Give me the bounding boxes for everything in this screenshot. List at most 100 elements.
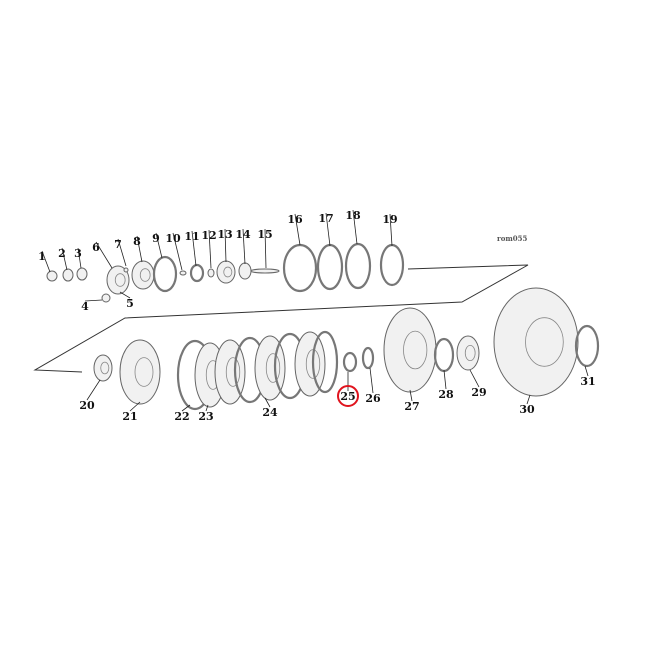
part-illustration bbox=[250, 268, 280, 274]
part-illustration bbox=[493, 287, 579, 397]
part-number-label-23: 23 bbox=[198, 410, 213, 423]
leader-line bbox=[205, 404, 209, 412]
part-number-label-17: 17 bbox=[318, 212, 333, 225]
part-illustration bbox=[93, 354, 113, 382]
part-number-label-30: 30 bbox=[519, 403, 535, 416]
part-hub bbox=[525, 317, 564, 367]
part-number-label-15: 15 bbox=[257, 228, 272, 241]
leader-line bbox=[41, 250, 51, 273]
part-illustration bbox=[76, 267, 88, 281]
part-number-label-12: 12 bbox=[201, 229, 216, 242]
leader-line bbox=[389, 213, 393, 247]
leader-line bbox=[84, 299, 103, 302]
part-number-label-21: 21 bbox=[122, 410, 137, 423]
part-number-label-29: 29 bbox=[471, 386, 486, 399]
part-illustration bbox=[383, 307, 437, 393]
leader-line bbox=[117, 238, 127, 267]
part-number-label-1: 1 bbox=[38, 250, 46, 263]
leader-line bbox=[409, 389, 413, 402]
part-hub bbox=[225, 357, 241, 387]
leader-line bbox=[264, 228, 267, 269]
leader-line bbox=[242, 228, 246, 265]
leader-line bbox=[352, 209, 358, 245]
part-illustration bbox=[342, 351, 358, 373]
leader-line bbox=[264, 397, 271, 408]
part-illustration bbox=[46, 270, 58, 282]
leader-line bbox=[325, 212, 331, 247]
leader-line bbox=[155, 232, 163, 259]
part-hub bbox=[265, 353, 281, 383]
part-hub bbox=[403, 330, 428, 370]
part-number-label-9: 9 bbox=[152, 232, 160, 245]
part-illustration bbox=[152, 255, 178, 293]
leader-line bbox=[224, 228, 227, 263]
part-number-label-27: 27 bbox=[404, 400, 419, 413]
part-number-label-11: 11 bbox=[184, 230, 199, 243]
assembly-boundary-line bbox=[33, 264, 529, 373]
part-illustration bbox=[294, 331, 326, 397]
part-illustration bbox=[131, 260, 155, 290]
leader-line bbox=[136, 235, 143, 263]
part-hub bbox=[134, 357, 154, 387]
part-illustration bbox=[123, 267, 129, 273]
part-illustration bbox=[574, 324, 600, 368]
part-number-label-26: 26 bbox=[365, 392, 381, 405]
part-number-label-14: 14 bbox=[235, 228, 251, 241]
part-illustration bbox=[62, 268, 74, 282]
part-number-label-20: 20 bbox=[79, 399, 95, 412]
leader-line bbox=[61, 247, 68, 271]
part-illustration bbox=[456, 335, 480, 371]
leader-line bbox=[443, 369, 447, 390]
part-number-label-7: 7 bbox=[114, 238, 122, 251]
part-number-label-10: 10 bbox=[165, 232, 181, 245]
part-number-label-16: 16 bbox=[287, 213, 303, 226]
reference-code: rom055 bbox=[497, 234, 528, 243]
leader-line bbox=[584, 365, 589, 377]
part-number-label-5: 5 bbox=[126, 297, 134, 310]
part-illustration bbox=[238, 262, 252, 280]
part-number-label-28: 28 bbox=[438, 388, 454, 401]
leader-line bbox=[369, 367, 374, 394]
part-illustration bbox=[207, 268, 215, 278]
leader-line bbox=[86, 379, 101, 401]
part-number-label-3: 3 bbox=[74, 247, 82, 260]
part-number-label-18: 18 bbox=[345, 209, 361, 222]
part-illustration bbox=[106, 265, 130, 295]
part-illustration bbox=[282, 243, 318, 293]
leader-line bbox=[208, 229, 212, 269]
part-number-label-8: 8 bbox=[133, 235, 141, 248]
leader-line bbox=[95, 241, 113, 269]
part-illustration bbox=[433, 337, 455, 373]
part-number-label-4: 4 bbox=[81, 300, 89, 313]
part-illustration bbox=[119, 339, 161, 405]
part-hub bbox=[139, 268, 151, 282]
part-illustration bbox=[179, 270, 187, 276]
part-illustration bbox=[316, 243, 344, 291]
part-illustration bbox=[101, 293, 111, 303]
part-hub bbox=[223, 266, 233, 278]
part-number-label-2: 2 bbox=[58, 247, 66, 260]
part-number-label-31: 31 bbox=[580, 375, 595, 388]
leader-line bbox=[172, 232, 183, 271]
part-hub bbox=[464, 344, 476, 362]
part-hub bbox=[100, 361, 110, 375]
highlight-circle bbox=[337, 385, 359, 407]
parts-group bbox=[46, 242, 600, 411]
part-number-label-25: 25 bbox=[340, 390, 355, 403]
part-illustration bbox=[361, 346, 375, 370]
part-illustration bbox=[189, 263, 205, 283]
part-illustration bbox=[379, 243, 405, 287]
leader-line bbox=[469, 369, 480, 388]
part-number-label-24: 24 bbox=[262, 406, 278, 419]
part-illustration bbox=[216, 260, 236, 284]
leader-line bbox=[294, 213, 301, 246]
part-hub bbox=[114, 273, 126, 287]
part-illustration bbox=[344, 242, 372, 290]
leader-line bbox=[191, 230, 197, 267]
leader-line bbox=[526, 394, 531, 405]
part-illustration bbox=[311, 330, 339, 394]
leader-line bbox=[181, 404, 191, 412]
